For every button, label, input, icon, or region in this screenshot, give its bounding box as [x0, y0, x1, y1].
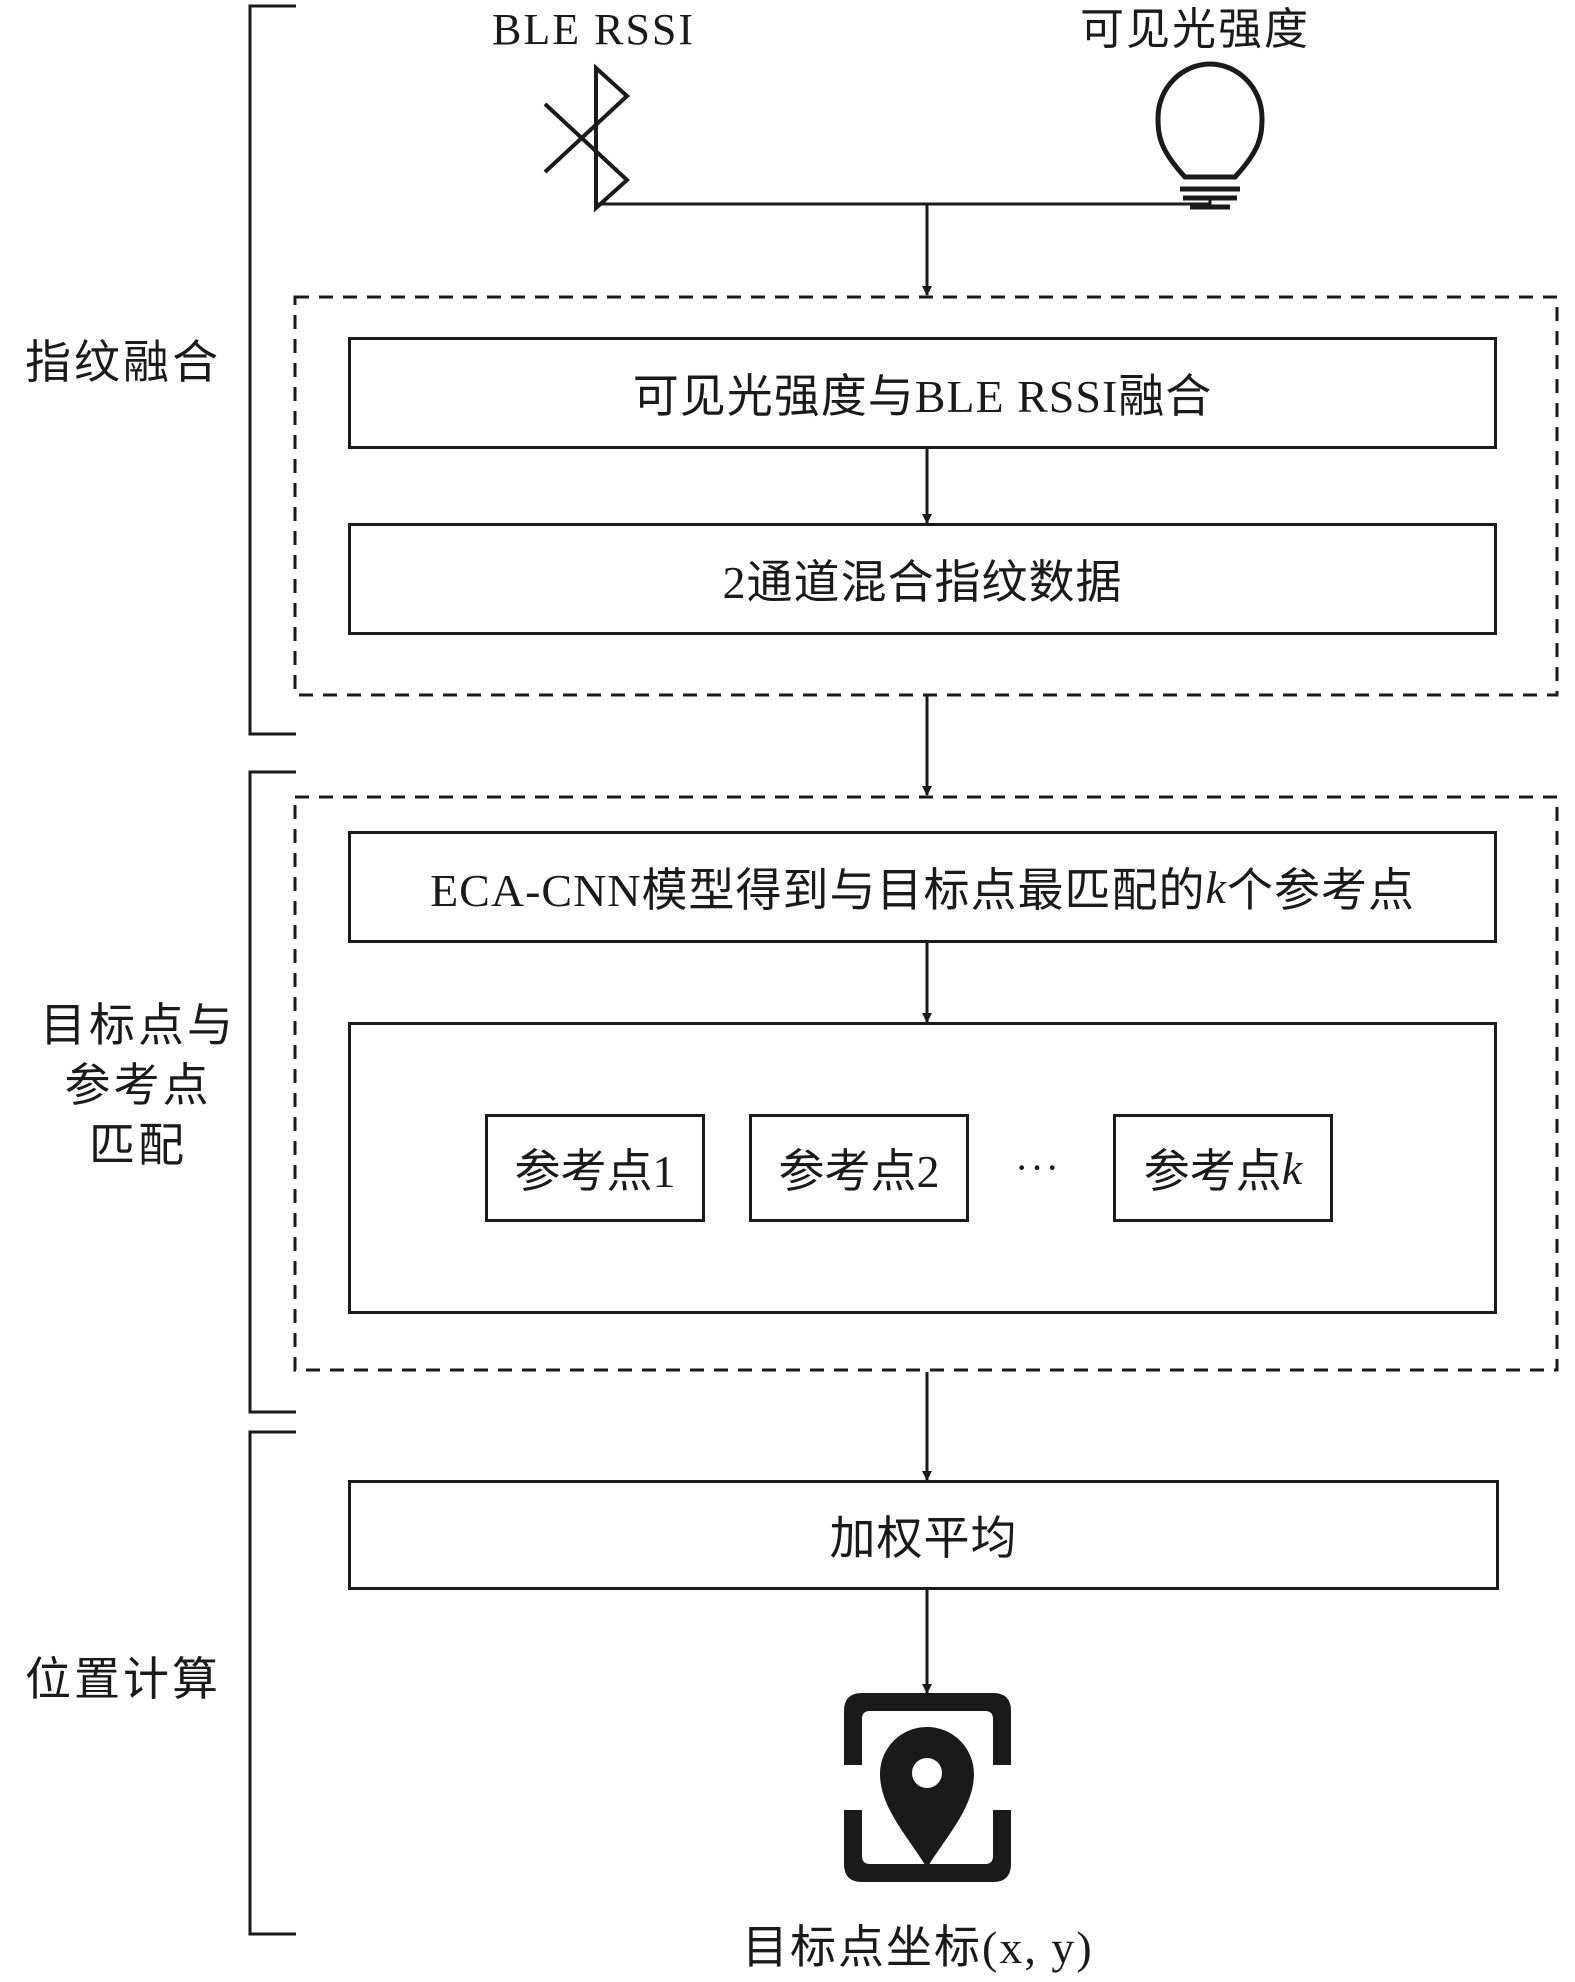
- input-connector: [596, 196, 1212, 206]
- reference-points-ellipsis: ···: [1015, 1145, 1061, 1190]
- light-intensity-label: 可见光强度: [1080, 5, 1310, 54]
- stage-label-position: 位置计算: [25, 1654, 221, 1705]
- bluetooth-icon: [543, 63, 630, 213]
- light-bulb-icon: [1155, 61, 1265, 210]
- bracket-matching: [248, 770, 296, 1414]
- fusion-group: [293, 295, 1559, 697]
- weighted-average-box: 加权平均: [348, 1480, 1499, 1590]
- fuse-box: 可见光强度与BLE RSSI融合: [348, 337, 1497, 449]
- eca-cnn-text: ECA-CNN模型得到与目标点最匹配的: [430, 865, 1206, 916]
- stage-label-matching-line2: 参考点: [64, 1060, 212, 1111]
- bracket-fusion: [248, 4, 296, 736]
- ble-rssi-label: BLE RSSI: [492, 5, 696, 54]
- matching-group: [293, 795, 1559, 1372]
- stage-label-matching: 目标点与 参考点 匹配: [18, 996, 258, 1176]
- location-pin-icon: [844, 1693, 1011, 1882]
- reference-point-k-text: 参考点: [1143, 1146, 1282, 1197]
- eca-cnn-suffix: 个参考点: [1226, 865, 1415, 916]
- eca-cnn-k: k: [1205, 861, 1227, 913]
- bracket-position: [248, 1430, 296, 1936]
- stage-label-matching-line1: 目标点与: [40, 1000, 236, 1051]
- stage-label-fusion: 指纹融合: [25, 337, 221, 388]
- reference-point-1: 参考点1: [485, 1114, 705, 1222]
- mixed-fingerprint-box: 2通道混合指纹数据: [348, 523, 1497, 635]
- reference-point-2: 参考点2: [749, 1114, 969, 1222]
- reference-point-k-var: k: [1281, 1142, 1303, 1194]
- output-coordinate-label: 目标点坐标(x, y): [742, 1922, 1094, 1973]
- stage-label-matching-line3: 匹配: [89, 1120, 187, 1171]
